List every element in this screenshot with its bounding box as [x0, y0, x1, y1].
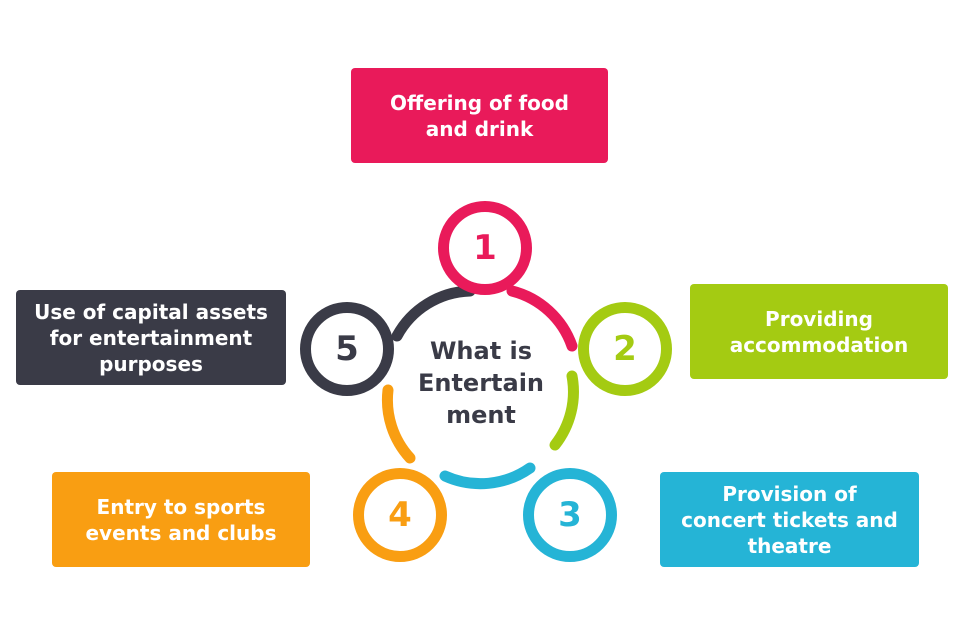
connector-arc-dark	[391, 285, 476, 342]
item-3-text: Provision of concert tickets and theatre	[681, 481, 898, 558]
number-4-label: 4	[388, 495, 412, 535]
center-title: What is Entertain ment	[417, 337, 545, 429]
number-circle-4: 4	[353, 468, 447, 562]
number-circle-1: 1	[438, 201, 532, 295]
number-circle-5: 5	[300, 302, 394, 396]
connector-arc-pink	[506, 285, 578, 352]
center-circle: What is Entertain ment	[400, 303, 562, 465]
item-5-text: Use of capital assets for entertainment …	[34, 299, 268, 376]
item-2-text: Providing accommodation	[729, 306, 909, 357]
connector-arc-green	[549, 370, 579, 451]
number-2-label: 2	[613, 329, 637, 369]
number-circle-3: 3	[523, 468, 617, 562]
number-3-label: 3	[558, 495, 582, 535]
item-3-box: Provision of concert tickets and theatre	[660, 472, 919, 567]
item-5-box: Use of capital assets for entertainment …	[16, 290, 286, 385]
item-2-box: Providing accommodation	[690, 284, 948, 379]
item-1-box: Offering of food and drink	[351, 68, 608, 163]
number-circle-2: 2	[578, 302, 672, 396]
number-1-label: 1	[473, 228, 497, 268]
connector-arc-orange	[381, 384, 416, 464]
item-4-box: Entry to sports events and clubs	[52, 472, 310, 567]
item-1-text: Offering of food and drink	[390, 90, 569, 141]
number-5-label: 5	[335, 329, 359, 369]
connector-arc-blue	[439, 462, 536, 490]
item-4-text: Entry to sports events and clubs	[85, 494, 277, 545]
